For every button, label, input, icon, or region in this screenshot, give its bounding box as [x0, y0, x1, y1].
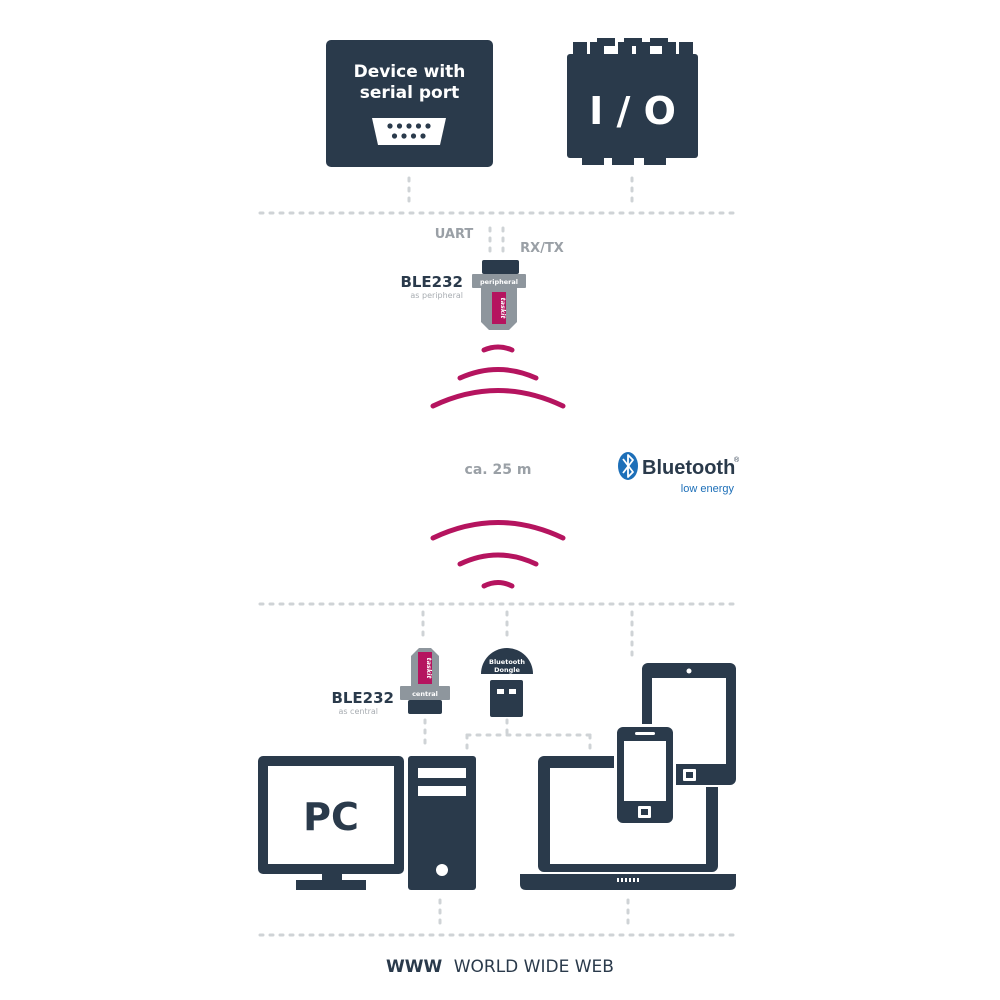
serial-device-title-line2: serial port	[360, 83, 459, 103]
ble-peripheral-tag: peripheral	[480, 278, 518, 286]
ble-central-tag: central	[412, 690, 438, 698]
distance-label: ca. 25 m	[465, 462, 532, 478]
dongle-label-line2: Dongle	[494, 666, 520, 674]
uart-label: UART	[435, 227, 474, 242]
dotted-connectors	[258, 176, 742, 937]
phone-icon	[614, 724, 676, 826]
svg-text:WWW WORLD WIDE WEB: WWW WORLD WIDE WEB	[386, 957, 614, 977]
www-label: WWW WORLD WIDE WEB	[386, 957, 614, 977]
ble-peripheral-brand: taskit	[499, 297, 507, 319]
ble-central-adapter-icon: taskit central	[400, 648, 450, 714]
ble-central-role: as central	[338, 707, 378, 716]
bluetooth-registered-mark: ®	[734, 456, 740, 464]
bluetooth-dongle: Bluetooth Dongle	[481, 648, 533, 717]
bluetooth-logo: Bluetooth ® low energy	[618, 452, 740, 495]
db9-connector-icon	[372, 118, 446, 145]
monitor-icon	[258, 756, 404, 890]
signal-waves-peripheral	[430, 344, 566, 409]
serial-device-box: Device with serial port	[326, 40, 493, 167]
serial-device-title-line1: Device with	[354, 62, 466, 82]
io-board: I / O	[567, 38, 698, 165]
ble-peripheral-role: as peripheral	[410, 291, 463, 300]
ble-peripheral-adapter-icon: peripheral taskit	[472, 260, 526, 330]
signal-waves-central	[430, 520, 566, 589]
pc-label: PC	[303, 795, 359, 839]
bluetooth-icon	[618, 452, 638, 480]
bluetooth-wordmark: Bluetooth	[642, 457, 735, 479]
bluetooth-low-energy: low energy	[681, 483, 735, 495]
www-rest: WORLD WIDE WEB	[454, 957, 614, 977]
pc-monitor: PC	[258, 756, 404, 890]
dongle-label-line1: Bluetooth	[489, 658, 525, 666]
io-label: I / O	[589, 89, 676, 133]
tower-icon	[408, 756, 476, 890]
usb-dongle-icon	[490, 680, 523, 717]
rxtx-label: RX/TX	[520, 241, 564, 256]
www-bold: WWW	[386, 957, 443, 977]
ble-central-brand: taskit	[425, 657, 433, 679]
ble-central-name: BLE232	[331, 689, 394, 707]
ble-peripheral-name: BLE232	[400, 273, 463, 291]
